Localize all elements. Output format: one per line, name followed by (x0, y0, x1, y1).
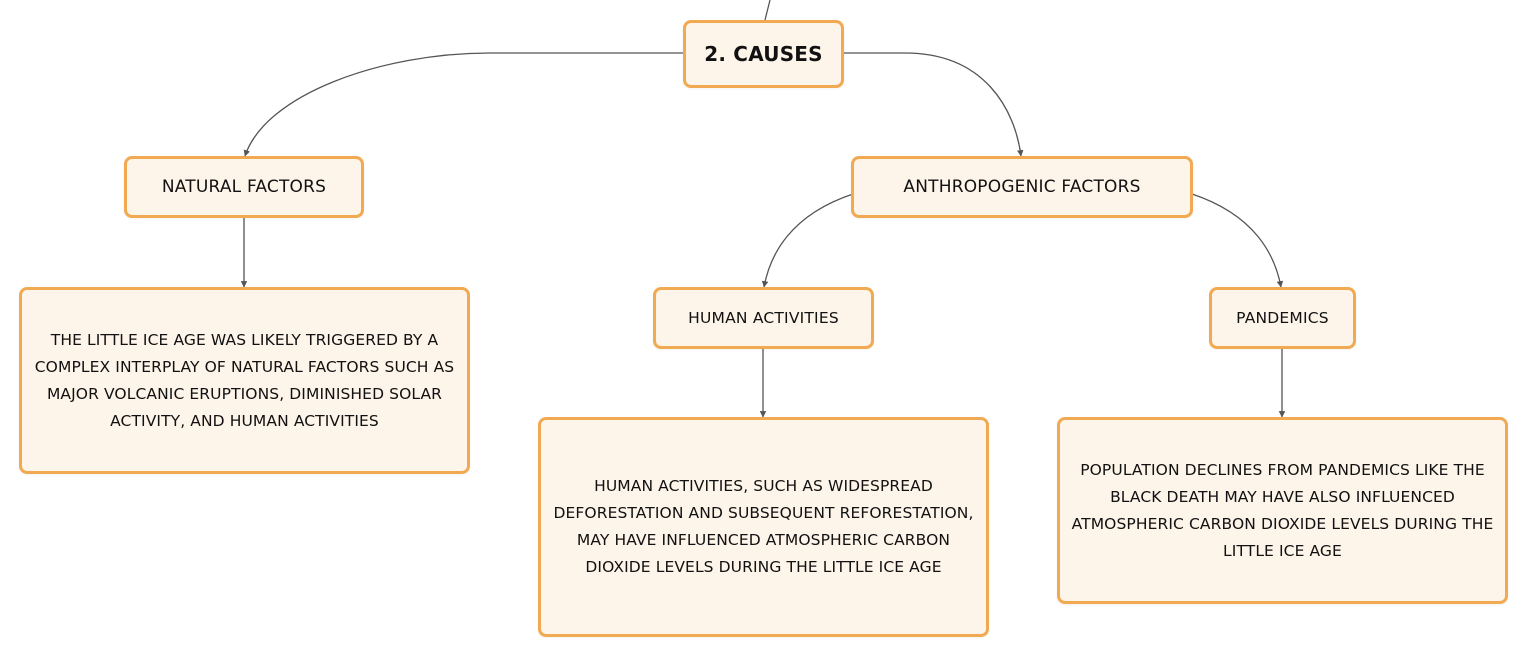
node-anthropogenic-factors[interactable]: ANTHROPOGENIC FACTORS (851, 156, 1193, 218)
connector-root-to-natural (243, 52, 683, 157)
connector-anthropogenic-to-human-activities (761, 193, 854, 288)
connector-anthropogenic-to-pandemics (1191, 193, 1284, 288)
root-node-label: 2. CAUSES (704, 42, 823, 66)
connector-parent-to-root (764, 0, 771, 21)
node-natural-factors-description[interactable]: THE LITTLE ICE AGE WAS LIKELY TRIGGERED … (19, 287, 470, 474)
node-pandemics[interactable]: PANDEMICS (1209, 287, 1356, 349)
node-natural-factors[interactable]: NATURAL FACTORS (124, 156, 364, 218)
node-human-activities-description[interactable]: HUMAN ACTIVITIES, SUCH AS WIDESPREAD DEF… (538, 417, 989, 637)
natural-factors-label: NATURAL FACTORS (161, 177, 327, 197)
human-activities-description-text: HUMAN ACTIVITIES, SUCH AS WIDESPREAD DEF… (553, 477, 974, 576)
node-human-activities[interactable]: HUMAN ACTIVITIES (653, 287, 874, 349)
anthropogenic-factors-label: ANTHROPOGENIC FACTORS (903, 177, 1141, 197)
root-node-causes[interactable]: 2. CAUSES (683, 20, 844, 88)
node-pandemics-description[interactable]: POPULATION DECLINES FROM PANDEMICS LIKE … (1057, 417, 1508, 604)
natural-factors-description-text: THE LITTLE ICE AGE WAS LIKELY TRIGGERED … (34, 330, 455, 430)
connector-root-to-anthropogenic (843, 52, 1024, 157)
pandemics-label: PANDEMICS (1236, 309, 1329, 327)
pandemics-description-text: POPULATION DECLINES FROM PANDEMICS LIKE … (1071, 460, 1494, 560)
human-activities-label: HUMAN ACTIVITIES (688, 309, 839, 327)
